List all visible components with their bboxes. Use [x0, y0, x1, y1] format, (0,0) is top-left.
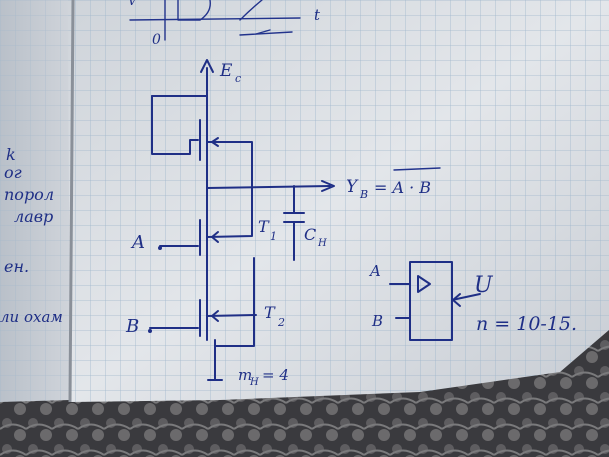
capacitor-subscript: H [317, 238, 327, 249]
capacitor-label: C [304, 225, 316, 244]
axis-corner-label: V [128, 0, 138, 8]
axis-zero-label: 0 [152, 32, 161, 48]
output-label: Y [346, 177, 359, 197]
supply-subscript: c [235, 72, 241, 85]
input-b-label: B [125, 316, 139, 337]
svg-text:ли охам: ли охам [0, 308, 63, 326]
input-a-label: A [130, 232, 145, 253]
gate-input-b-label: B [371, 312, 383, 330]
gate-supply-label: U [474, 273, 494, 298]
fanout-value: = 4 [262, 366, 289, 384]
t1-label: T [258, 217, 270, 236]
axis-time-label: t [314, 6, 321, 24]
logic-gate-symbol: A B U n = 10-15. [368, 261, 577, 341]
supply-label: E [219, 61, 233, 81]
t2-label: T [264, 303, 276, 322]
left-page-notes: k ог порол лавр ен. ли охам [0, 145, 63, 326]
t2-subscript: 2 [277, 316, 285, 329]
t1-subscript: 1 [270, 230, 277, 243]
output-expression: = A · B [374, 178, 431, 197]
svg-text:лавр: лавр [14, 207, 53, 226]
svg-text:k: k [6, 145, 16, 164]
svg-text:ог: ог [4, 163, 22, 182]
left-page [0, 0, 78, 402]
nand-schematic: E c Y B = A · B C H A T 1 [125, 59, 441, 388]
svg-text:ен.: ен. [4, 257, 29, 276]
gate-input-a-label: A [368, 262, 381, 280]
right-page [68, 0, 609, 403]
svg-text:порол: порол [4, 185, 54, 204]
element-count: n = 10-15. [476, 313, 577, 335]
waveform-axis: 0 t V [128, 0, 321, 48]
output-subscript: B [359, 188, 368, 201]
fanout-label: m [238, 366, 252, 384]
fanout-subscript: H [249, 377, 259, 388]
